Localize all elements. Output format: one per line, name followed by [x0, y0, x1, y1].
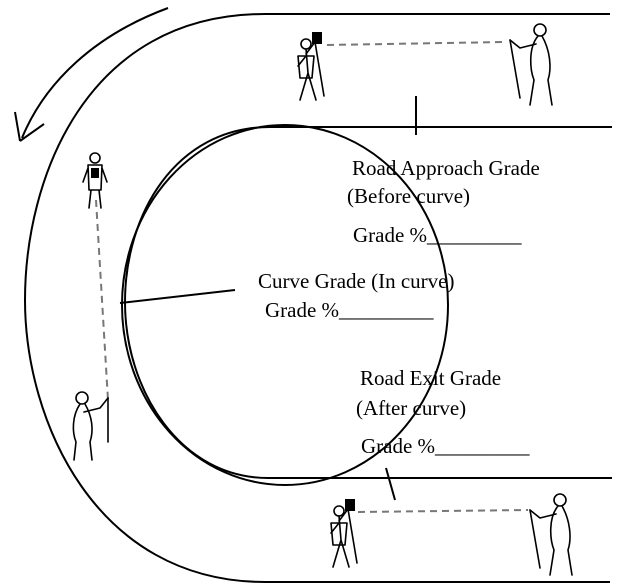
rope-left [95, 199, 109, 401]
person-with-staff-icon [509, 23, 553, 106]
surveyor-with-rod-icon [297, 32, 325, 101]
exit-grade-field: Grade %_________ [361, 434, 530, 458]
outer-road-edge [23, 13, 610, 583]
approach-subtitle: (Before curve) [347, 184, 471, 208]
exit-subtitle: (After curve) [356, 396, 467, 420]
surveyor-with-rod-icon [330, 499, 358, 568]
person-with-staff-icon [529, 493, 573, 576]
exit-title: Road Exit Grade [360, 366, 502, 390]
pointer-exit [385, 467, 396, 501]
rope-bottom [357, 509, 529, 513]
pointer-curve [119, 289, 236, 304]
curved-arrow-icon [14, 7, 169, 142]
approach-grade-field: Grade %_________ [353, 223, 522, 247]
surveyor-with-rod-icon [82, 152, 108, 209]
curve-grade-field: Grade %_________ [265, 298, 434, 322]
approach-title: Road Approach Grade [352, 156, 540, 180]
person-with-staff-icon [72, 391, 109, 461]
curve-zone-circle [121, 124, 449, 486]
curve-title: Curve Grade (In curve) [258, 269, 455, 293]
rope-top [326, 41, 506, 46]
